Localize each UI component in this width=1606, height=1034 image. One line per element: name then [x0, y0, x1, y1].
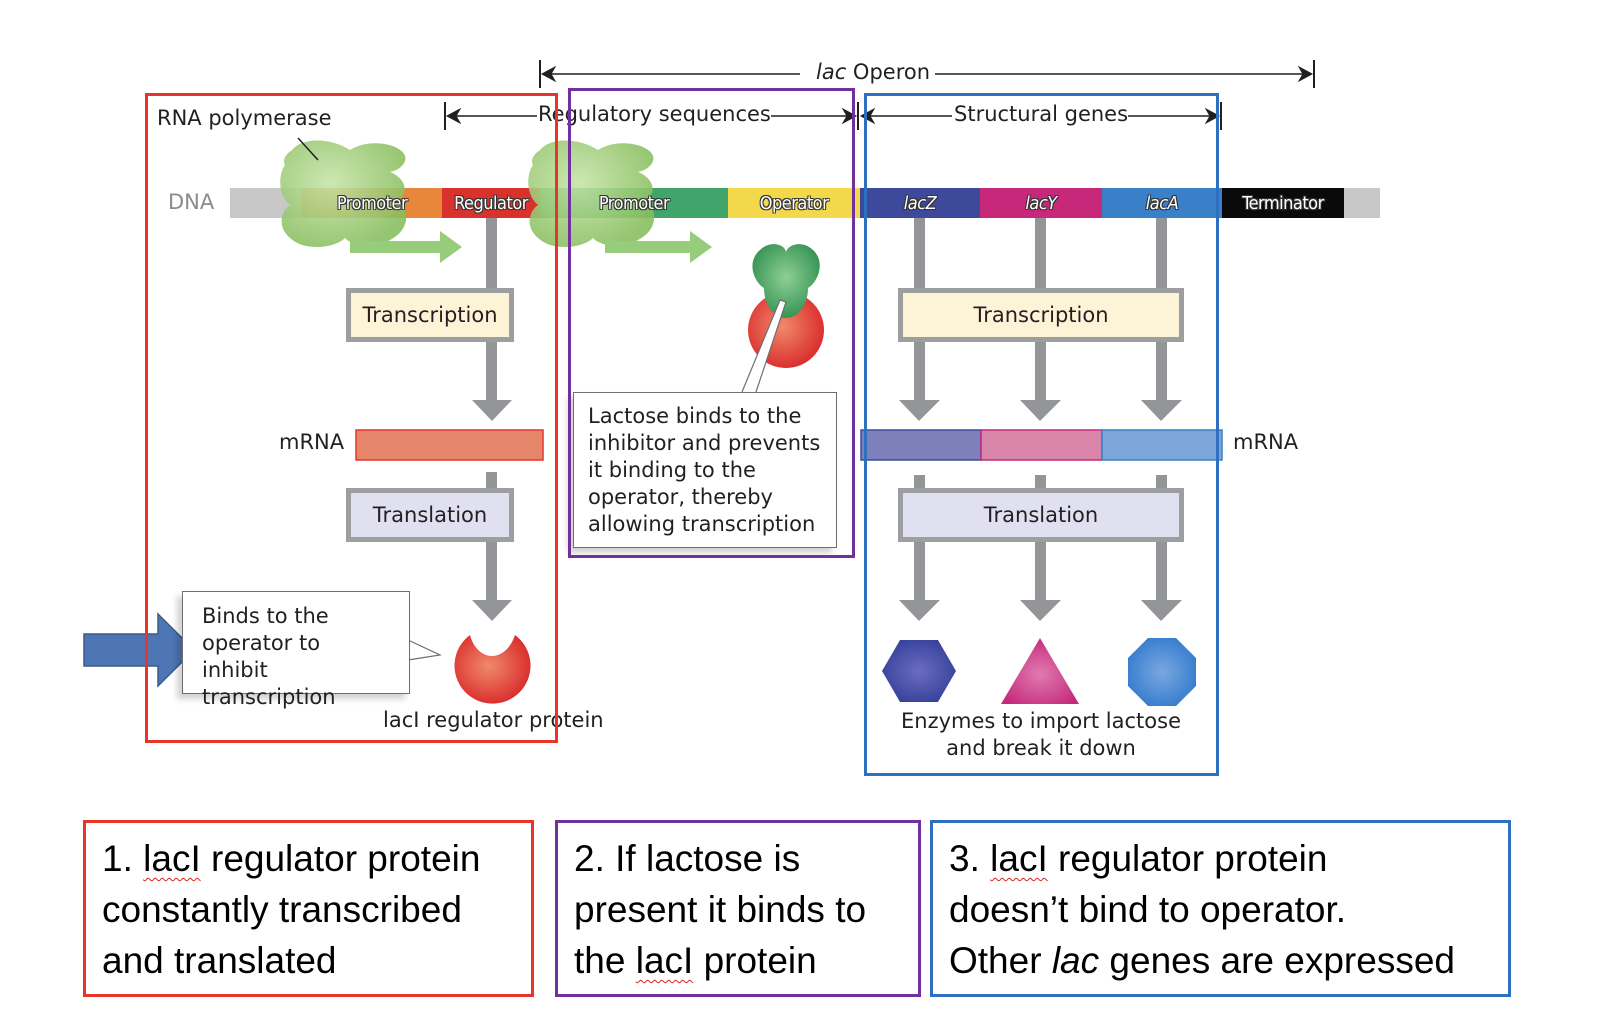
rna-polymerase-label: RNA polymerase [157, 106, 332, 130]
step3-explanation-box: 3. lacI regulator protein doesn’t bind t… [930, 820, 1511, 997]
mrna-strand-right [860, 429, 1223, 461]
dna-segment-block-regulator [442, 188, 540, 218]
step2-explanation-box: 2. If lactose is present it binds to the… [555, 820, 921, 997]
dna-segment-laca: lacA [1145, 192, 1179, 214]
transcription-box-right: Transcription [898, 288, 1184, 342]
step2-frame-purple [568, 88, 855, 558]
laci-protein-label: lacI regulator protein [383, 708, 604, 732]
callout-line: transcription [202, 685, 336, 709]
pointer-arrow-icon [83, 612, 196, 688]
dna-strand-right [1344, 188, 1380, 218]
lac-operon-span-arrow [539, 60, 1315, 88]
transcription-direction-arrow-2 [605, 231, 712, 263]
step1-frame-red [145, 93, 558, 743]
callout-line: allowing transcription [588, 512, 816, 536]
callout-line: it binding to the [588, 458, 756, 482]
step3-line1: 3. lacI regulator protein [949, 838, 1328, 879]
dna-segment-block-lacy [980, 188, 1102, 218]
callout-line: operator to inhibit [202, 631, 321, 682]
enzymes-label: Enzymes to import lactose and break it d… [866, 708, 1216, 762]
enzymes-label-line2: and break it down [946, 736, 1136, 760]
dna-segment-regulator: Regulator [454, 192, 528, 214]
dna-segment-promoter-regulator-gene: Promoter [336, 192, 408, 214]
dna-segment-lacz: lacZ [903, 192, 937, 214]
step1-line3: and translated [102, 940, 337, 981]
dna-segment-lacy: lacY [1025, 192, 1057, 214]
laca-enzyme-octagon-icon [1128, 638, 1196, 706]
dna-segment-operator: Operator [759, 192, 829, 214]
rna-polymerase-1-icon [280, 140, 407, 248]
callout-line: inhibitor and prevents [588, 431, 821, 455]
regulatory-sequences-label: Regulatory sequences [538, 102, 771, 126]
callout-line: Lactose binds to the [588, 404, 802, 428]
structural-genes-span-arrow [859, 102, 1222, 130]
step2-line3: the lacI protein [574, 940, 817, 981]
translation-box-right: Translation [898, 488, 1184, 542]
step1-explanation-box: 1. lacI regulator protein constantly tra… [83, 820, 534, 997]
mrna-strand-left [355, 429, 544, 461]
lac-operon-label: lac Operon [812, 60, 935, 84]
translation-box-left: Translation [346, 488, 514, 542]
step1-line2: constantly transcribed [102, 889, 462, 930]
regulatory-sequences-span-arrow [444, 102, 859, 130]
step3-line3: Other lac genes are expressed [949, 940, 1455, 981]
laci-protein-icon [454, 635, 531, 704]
step3-line2: doesn’t bind to operator. [949, 889, 1347, 930]
dna-segment-block-laca [1102, 188, 1222, 218]
dna-segment-promoter: Promoter [598, 192, 670, 214]
lacz-enzyme-hexagon-icon [882, 640, 956, 702]
dna-segment-block-terminator [1222, 188, 1344, 218]
structural-genes-label: Structural genes [954, 102, 1129, 126]
rna-polymerase-pointer-line [297, 137, 319, 161]
step2-line1: 2. If lactose is [574, 838, 801, 879]
rna-polymerase-2-icon [528, 140, 655, 248]
process-arrows [472, 218, 1182, 621]
lactose-callout: Lactose binds to the inhibitor and preve… [573, 392, 837, 548]
dna-segment-block-operator [728, 188, 860, 218]
step3-frame-blue [864, 93, 1219, 776]
dna-label: DNA [168, 190, 215, 214]
mrna-label-left: mRNA [279, 430, 345, 454]
transcription-box-left: Transcription [346, 288, 514, 342]
lacy-enzyme-triangle-icon [1001, 638, 1079, 704]
transcription-direction-arrow-1 [350, 231, 462, 263]
dna-segment-block-lacz [860, 188, 980, 218]
dna-segment-terminator: Terminator [1242, 192, 1324, 214]
callout-line: Binds to the [202, 604, 329, 628]
step2-line2: present it binds to [574, 889, 867, 930]
lactose-molecule-icon [752, 244, 820, 318]
mrna-label-right: mRNA [1233, 430, 1299, 454]
binds-operator-callout: Binds to the operator to inhibit transcr… [182, 591, 410, 709]
step1-line1: 1. lacI regulator protein [102, 838, 481, 879]
enzymes-label-line1: Enzymes to import lactose [901, 709, 1181, 733]
dna-strand: Promoter Regulator Promoter Operator lac… [302, 188, 1344, 218]
callout-line: operator, thereby [588, 485, 773, 509]
